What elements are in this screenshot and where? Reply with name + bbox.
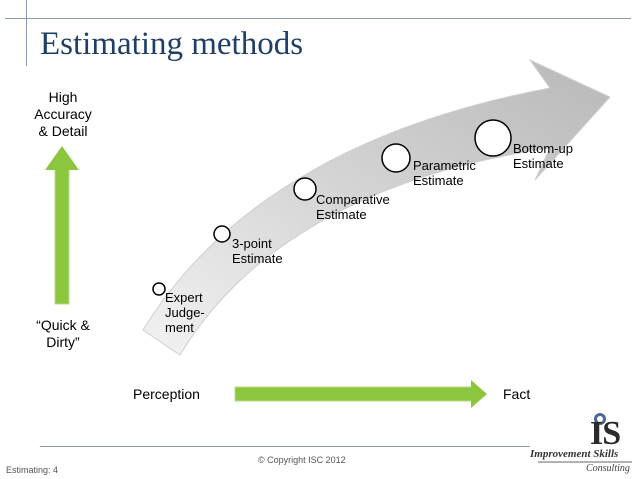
marker-3point [213,225,231,243]
marker-parametric [381,143,411,173]
marker-expert [152,282,166,296]
fact-label: Fact [503,386,531,402]
method-label-comparative: Comparative Estimate [316,192,390,222]
marker-bottomup [474,119,512,157]
slide-number: Estimating: 4 [6,465,59,475]
method-label-3point: 3-point Estimate [232,236,283,266]
method-label-expert: Expert Judge- ment [165,290,205,335]
method-label-parametric: Parametric Estimate [413,158,476,188]
quick-dirty-label: “Quick & Dirty” [36,317,90,350]
method-label-bottomup: Bottom-up Estimate [513,141,573,171]
logo-mark-icon [538,413,632,463]
accuracy-up-arrow [45,146,79,305]
top-rule [5,18,631,19]
page-title: Estimating methods [40,26,304,62]
copyright-text: © Copyright ISC 2012 [258,455,346,465]
logo-name: Improvement Skills [530,448,619,460]
left-rule [26,0,27,66]
marker-comparative [293,177,317,201]
high-accuracy-label: High Accuracy & Detail [34,89,92,139]
logo-sub: Consulting [586,463,630,474]
perception-to-fact-arrow [234,380,487,408]
perception-label: Perception [133,386,200,402]
logo-is-mark: IS [590,415,621,452]
company-logo: IS Improvement Skills Consulting [528,410,634,476]
footer-rule [40,446,530,447]
